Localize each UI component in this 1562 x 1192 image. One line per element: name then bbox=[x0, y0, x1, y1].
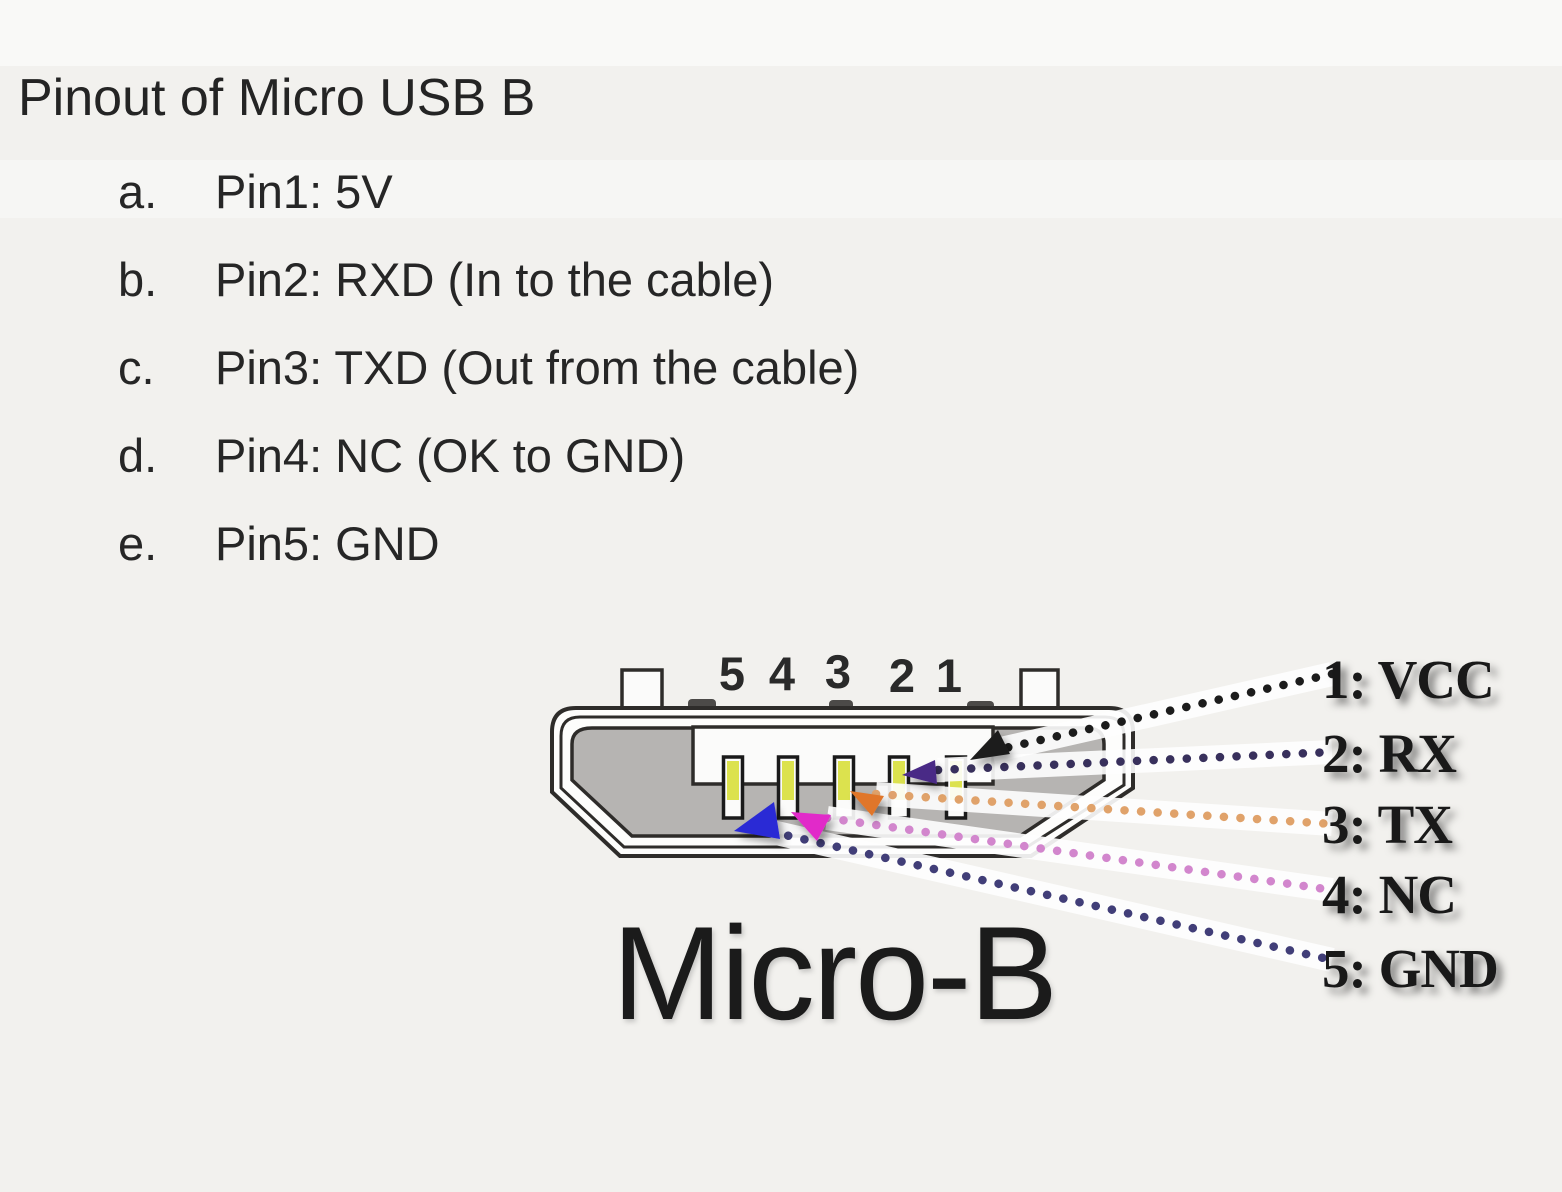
pin-number-5: 5 bbox=[718, 647, 746, 700]
pin-number-3: 3 bbox=[824, 645, 852, 698]
list-text: Pin5: GND bbox=[215, 517, 440, 570]
wire-label-vcc: 1: VCC bbox=[1322, 649, 1495, 710]
background-band bbox=[0, 160, 1562, 218]
list-text: Pin4: NC (OK to GND) bbox=[215, 429, 686, 482]
list-letter: b. bbox=[118, 253, 158, 306]
pin-number-4: 4 bbox=[768, 647, 796, 700]
list-letter: d. bbox=[118, 429, 158, 482]
wire-line-tx bbox=[871, 782, 1337, 836]
list-text: Pin1: 5V bbox=[215, 165, 393, 218]
list-letter: c. bbox=[118, 341, 155, 394]
wire-label-gnd: 5: GND bbox=[1322, 938, 1499, 999]
page-title: Pinout of Micro USB B bbox=[18, 69, 536, 127]
wire-line-rx bbox=[933, 740, 1337, 782]
background-band bbox=[0, 0, 1562, 66]
list-letter: a. bbox=[118, 165, 158, 218]
pin-list-item-1: a. Pin1: 5V bbox=[118, 164, 393, 219]
arrow-pin5-gnd bbox=[734, 802, 780, 839]
connector-name: Micro-B bbox=[612, 900, 1058, 1048]
pin-list-item-3: c. Pin3: TXD (Out from the cable) bbox=[118, 340, 859, 395]
wire-line-nc bbox=[822, 806, 1337, 902]
list-text: Pin3: TXD (Out from the cable) bbox=[215, 341, 860, 394]
list-text: Pin2: RXD (In to the cable) bbox=[215, 253, 775, 306]
pin-list-item-5: e. Pin5: GND bbox=[118, 516, 440, 571]
wire-label-rx: 2: RX bbox=[1322, 723, 1457, 784]
pin-number-2: 2 bbox=[888, 649, 916, 702]
wire-line-gnd bbox=[767, 820, 1337, 972]
wire-line-vcc bbox=[987, 662, 1337, 763]
arrow-pin4-nc bbox=[791, 812, 831, 841]
pin-3 bbox=[832, 755, 856, 820]
pin-4 bbox=[776, 755, 800, 820]
wire-label-tx: 3: TX bbox=[1322, 794, 1453, 855]
arrow-pin1-vcc bbox=[970, 730, 1010, 760]
wire-label-nc: 4: NC bbox=[1322, 864, 1457, 925]
pin-list-item-2: b. Pin2: RXD (In to the cable) bbox=[118, 252, 774, 307]
pin-number-1: 1 bbox=[935, 649, 963, 702]
arrow-pin3-tx bbox=[850, 791, 884, 816]
pin-5 bbox=[721, 755, 745, 820]
pin-list-item-4: d. Pin4: NC (OK to GND) bbox=[118, 428, 685, 483]
arrow-pin2-rx bbox=[902, 760, 937, 784]
list-letter: e. bbox=[118, 517, 158, 570]
